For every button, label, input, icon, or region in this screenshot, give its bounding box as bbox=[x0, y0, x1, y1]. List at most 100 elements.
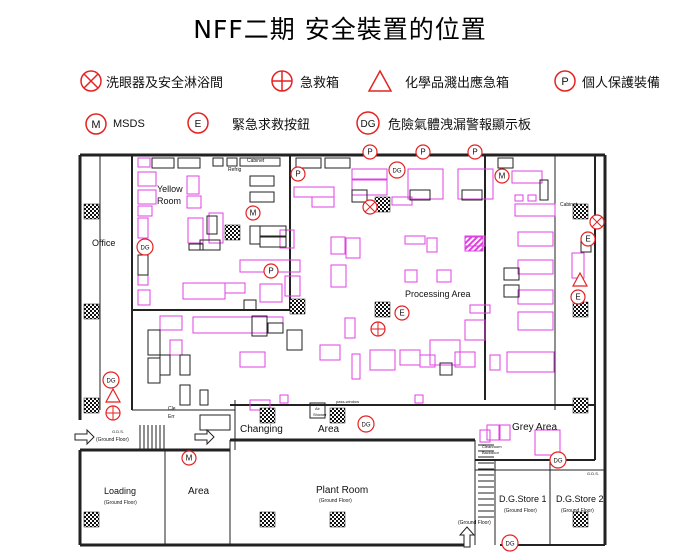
room-label-gds-left: G.D.S. bbox=[112, 429, 124, 434]
svg-text:DG: DG bbox=[393, 169, 402, 175]
arrow-icon bbox=[194, 428, 215, 446]
equipment-box bbox=[486, 424, 500, 441]
room-label-pass-window: pass-window bbox=[336, 399, 359, 404]
pillar bbox=[83, 303, 100, 320]
fixture bbox=[249, 175, 275, 187]
room-label-office: Office bbox=[92, 238, 115, 248]
svg-text:DG: DG bbox=[107, 379, 116, 385]
gas-leak-display-icon: DG bbox=[136, 238, 154, 256]
room-label-area: Area bbox=[188, 486, 210, 497]
equipment-box bbox=[137, 157, 151, 168]
msds-icon: M bbox=[245, 205, 261, 221]
room-label-loading-sub: (Ground Floor) bbox=[104, 500, 137, 506]
equipment-box bbox=[319, 344, 341, 361]
equipment-box bbox=[330, 264, 347, 288]
fixture bbox=[147, 357, 161, 384]
svg-text:P: P bbox=[367, 148, 372, 157]
pillar bbox=[572, 301, 589, 318]
equipment-box bbox=[351, 168, 388, 180]
fixture bbox=[226, 157, 238, 167]
equipment-box bbox=[407, 168, 444, 200]
equipment-box bbox=[186, 175, 200, 195]
fixture bbox=[177, 157, 201, 169]
chemical-spill-icon bbox=[367, 69, 393, 92]
fixture bbox=[539, 179, 549, 201]
svg-text:P: P bbox=[420, 148, 425, 157]
eyewash-shower-icon bbox=[80, 70, 102, 92]
equipment-box bbox=[351, 179, 388, 196]
equipment-box bbox=[527, 194, 537, 202]
fixture bbox=[206, 215, 218, 235]
equipment-box bbox=[534, 429, 561, 456]
room-label-dg1: D.G.Store 1 bbox=[499, 494, 547, 504]
fixture bbox=[199, 414, 231, 431]
room-label-dg1-sub: (Ground Floor) bbox=[504, 508, 537, 514]
pillar bbox=[289, 298, 306, 315]
svg-text:P: P bbox=[561, 76, 568, 88]
fixture bbox=[243, 299, 257, 311]
svg-text:E: E bbox=[195, 119, 202, 130]
first-aid-icon bbox=[370, 321, 386, 337]
equipment-box bbox=[345, 237, 361, 259]
equipment-box bbox=[479, 429, 491, 443]
ppe-icon: P bbox=[467, 144, 483, 160]
gas-leak-display-icon: DG bbox=[357, 415, 375, 433]
svg-text:E: E bbox=[399, 309, 404, 318]
equipment-box bbox=[369, 349, 396, 371]
fixture bbox=[309, 402, 326, 419]
equipment-box bbox=[517, 289, 554, 305]
svg-text:E: E bbox=[575, 293, 580, 302]
emergency-button-icon: E bbox=[394, 305, 410, 321]
gas-leak-display-icon: DG bbox=[549, 451, 567, 469]
equipment-box bbox=[311, 196, 335, 208]
equipment-box bbox=[499, 424, 511, 441]
equipment-box bbox=[454, 351, 476, 368]
fixture bbox=[461, 189, 483, 201]
equipment-box bbox=[182, 282, 226, 300]
equipment-box bbox=[293, 186, 335, 198]
equipment-box bbox=[330, 236, 346, 255]
equipment-box bbox=[426, 237, 438, 253]
equipment-box bbox=[457, 168, 494, 200]
msds-icon: M bbox=[85, 113, 107, 135]
equipment-box bbox=[169, 339, 183, 356]
pillar bbox=[572, 203, 589, 220]
gas-leak-display-icon: DG bbox=[356, 111, 380, 135]
svg-text:M: M bbox=[499, 172, 506, 181]
fixture bbox=[286, 329, 303, 351]
equipment-box bbox=[514, 194, 524, 202]
equipment-box bbox=[464, 319, 486, 341]
room-label-plant: Plant Room bbox=[316, 485, 368, 496]
legend-label-eyewash: 洗眼器及安全淋浴間 bbox=[106, 76, 224, 91]
fixture bbox=[179, 384, 191, 406]
gas-leak-display-icon: DG bbox=[501, 534, 519, 552]
fixture bbox=[188, 243, 204, 251]
equipment-box bbox=[137, 205, 153, 217]
equipment-box bbox=[344, 317, 356, 339]
chemical-spill-icon bbox=[104, 387, 122, 403]
equipment-box bbox=[517, 231, 554, 247]
equipment-box bbox=[571, 252, 585, 279]
fixture bbox=[249, 191, 275, 203]
svg-text:DG: DG bbox=[141, 246, 150, 252]
arrow-icon bbox=[74, 428, 95, 446]
legend-label-first-aid: 急救箱 bbox=[300, 76, 340, 91]
equipment-box bbox=[224, 282, 246, 294]
room-label-yellow-room-1: Yellow bbox=[157, 184, 183, 194]
fixture bbox=[251, 315, 268, 337]
fixture bbox=[497, 157, 514, 169]
walls bbox=[78, 153, 607, 547]
equipment-box bbox=[239, 351, 266, 368]
fixture bbox=[409, 189, 431, 201]
hatched-equipment bbox=[464, 236, 484, 252]
equipment-box bbox=[137, 289, 151, 306]
fixture bbox=[439, 362, 453, 376]
ppe-icon: P bbox=[554, 70, 576, 92]
first-aid-icon bbox=[105, 405, 121, 421]
pillar bbox=[374, 301, 391, 318]
svg-text:DG: DG bbox=[361, 119, 376, 130]
fixture bbox=[324, 157, 351, 169]
fixture bbox=[259, 225, 287, 237]
pillar bbox=[83, 203, 100, 220]
ppe-icon: P bbox=[263, 263, 279, 279]
